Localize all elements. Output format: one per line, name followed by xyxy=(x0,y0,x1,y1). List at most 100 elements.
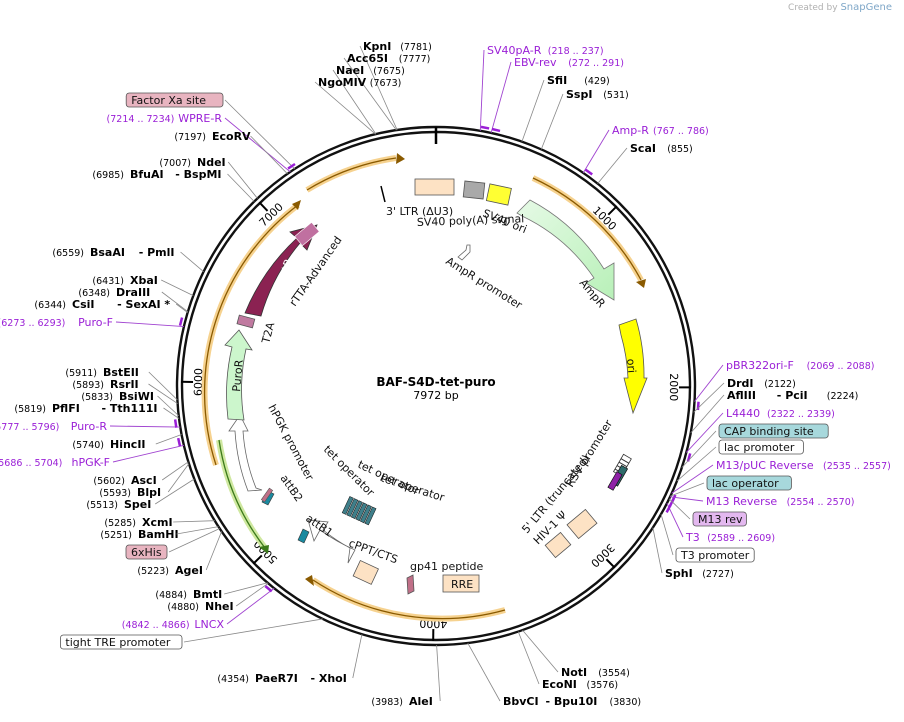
leader-line xyxy=(109,425,181,428)
plasmid-size: 7972 bp xyxy=(413,389,458,402)
rsv-promoter-purple xyxy=(607,471,623,491)
feature-box xyxy=(675,547,755,563)
leader-line xyxy=(660,514,674,556)
site-r-25: BbvCI- Bpu10I(3830) xyxy=(467,642,642,708)
enzyme-name: DrdI xyxy=(727,377,754,390)
site-l-17: AscI(5602) xyxy=(93,461,189,487)
enzyme-position: (7781) xyxy=(400,42,432,53)
primer-range: (7214 .. 7234) xyxy=(107,114,175,125)
leader-line xyxy=(227,173,255,202)
site-r-21: T3 promoter xyxy=(660,514,755,563)
primer-name: Amp-R xyxy=(612,124,649,137)
feature-box-label: lac operator xyxy=(712,477,779,490)
enzyme-position: (5285) xyxy=(104,518,136,529)
puror-label: PuroR xyxy=(230,359,246,392)
leader-line xyxy=(161,279,194,297)
sv40ori-block xyxy=(485,183,512,206)
site-r-9: ScaI (855) xyxy=(597,142,693,184)
leader-line xyxy=(479,49,485,131)
primer-range: (5777 .. 5796) xyxy=(0,422,59,433)
enzyme-name: EcoNI xyxy=(542,678,577,691)
enzyme-name: AleI xyxy=(409,695,433,708)
primer-name: M13/pUC Reverse xyxy=(716,459,814,472)
site-r-0: KpnI (7781) xyxy=(359,40,432,131)
enzyme-name: ScaI xyxy=(630,142,656,155)
enzyme-name: KpnI xyxy=(363,40,391,53)
leader-line xyxy=(180,251,204,272)
enzyme-name: BstEII xyxy=(103,366,139,379)
site-r-24: EcoNI(3576) xyxy=(517,631,618,691)
attb1-block xyxy=(297,528,310,544)
attb1-label: attB1 xyxy=(303,512,335,540)
t2a-label: T2A xyxy=(259,320,277,345)
enzyme-name: BamHI xyxy=(138,528,179,541)
ori-label: ori xyxy=(624,358,638,373)
rre-label: RRE xyxy=(451,578,473,591)
site-r-20: T3(2589 .. 2609) xyxy=(665,503,775,544)
leader-line xyxy=(148,383,178,404)
feature-box xyxy=(706,475,792,491)
enzyme-position: (7673) xyxy=(370,78,402,89)
leader-line xyxy=(582,129,610,174)
enzyme-position: (3830) xyxy=(610,697,642,708)
leader-line xyxy=(314,81,376,135)
cppt-block xyxy=(352,559,379,585)
snapgene-credit: Created by SnapGene xyxy=(788,2,892,13)
attb2-pink xyxy=(260,487,274,503)
primer-name: LNCX xyxy=(194,618,224,631)
site-l-6: XbaI(6431) xyxy=(92,274,194,297)
enzyme-position: (2122) xyxy=(764,379,796,390)
leader-line xyxy=(681,430,717,468)
enzyme-name: CsiI xyxy=(72,298,94,311)
puror-arrow xyxy=(224,329,253,421)
feature-box xyxy=(718,423,829,439)
enzyme-name: SfiI xyxy=(547,74,567,87)
leader-line xyxy=(161,461,189,481)
enzyme-name: BsaAI xyxy=(90,246,125,259)
site-l-29: AleI(3983) xyxy=(371,644,441,708)
leader-line xyxy=(224,117,291,173)
primer-name: WPRE-R xyxy=(178,112,222,125)
tick-mark-1000 xyxy=(607,205,618,216)
enzyme-position: (5251) xyxy=(100,530,132,541)
tick-label-2000: 2000 xyxy=(667,373,680,401)
cppt-label: cPPT/CTS xyxy=(347,537,400,567)
enzyme-position: (3554) xyxy=(598,668,630,679)
leader-line xyxy=(155,434,182,445)
enzyme-position: (855) xyxy=(667,144,693,155)
enzyme-position: (4884) xyxy=(155,590,187,601)
site-r-3: NgoMIV(7673) xyxy=(314,76,402,135)
primer-name: M13 Reverse xyxy=(706,495,777,508)
primer-mark xyxy=(491,127,501,133)
leader-line xyxy=(205,531,223,571)
leader-line xyxy=(224,99,296,170)
leader-line xyxy=(467,642,501,702)
leader-line xyxy=(154,478,195,505)
enzyme-position: (4880) xyxy=(167,602,199,613)
plasmid-name: BAF-S4D-tet-puro xyxy=(376,375,495,389)
feature-box-label: CAP binding site xyxy=(724,425,814,438)
ltr-marker xyxy=(380,185,386,203)
site-r-6: SfiI(429) xyxy=(521,74,610,142)
t2a-block xyxy=(236,314,256,329)
tick-mark-7000 xyxy=(258,201,269,212)
ltr3-block xyxy=(414,178,455,196)
leader-line xyxy=(693,382,725,413)
site-r-19: M13 rev xyxy=(668,498,747,527)
enzyme-name: Acc65I xyxy=(347,52,388,65)
leader-line xyxy=(343,57,397,131)
site-l-15: HincII(5740) xyxy=(72,434,182,451)
enzyme-name: NotI xyxy=(561,666,587,679)
enzyme-name: NdeI xyxy=(197,156,226,169)
enzyme-position: (7777) xyxy=(399,54,431,65)
leader-line xyxy=(652,527,663,574)
site-l-8: - SexAI *CsiI(6344) xyxy=(34,298,188,313)
leader-line xyxy=(670,496,704,502)
primer-range: (5686 .. 5704) xyxy=(0,458,62,469)
leader-line xyxy=(436,644,441,702)
primer-mark xyxy=(480,125,490,130)
site-r-17: lac operator xyxy=(670,475,792,497)
leader-line xyxy=(183,618,323,643)
ampr-promoter-arrow xyxy=(457,244,471,261)
